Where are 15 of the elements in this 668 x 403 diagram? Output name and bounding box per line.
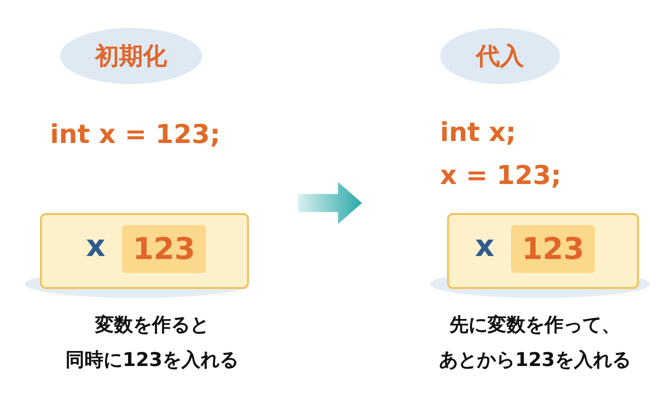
title-ellipse: 初期化 [60,28,202,84]
caption-line: 先に変数を作って、 [450,313,620,338]
code-line: int x; [440,118,516,148]
value-box: 123 [511,225,595,273]
caption-line: 同時に123を入れる [66,348,238,373]
code-line: x = 123; [440,161,562,191]
code-line: int x = 123; [50,120,220,150]
variable-name: x [475,229,494,264]
value-box: 123 [122,225,206,273]
title-ellipse: 代入 [440,28,560,84]
variable-name: x [86,229,106,264]
variable-box [40,213,249,289]
variable-box [447,213,639,289]
caption-line: 変数を作ると [95,313,209,338]
caption-line: あとから123を入れる [439,348,631,373]
